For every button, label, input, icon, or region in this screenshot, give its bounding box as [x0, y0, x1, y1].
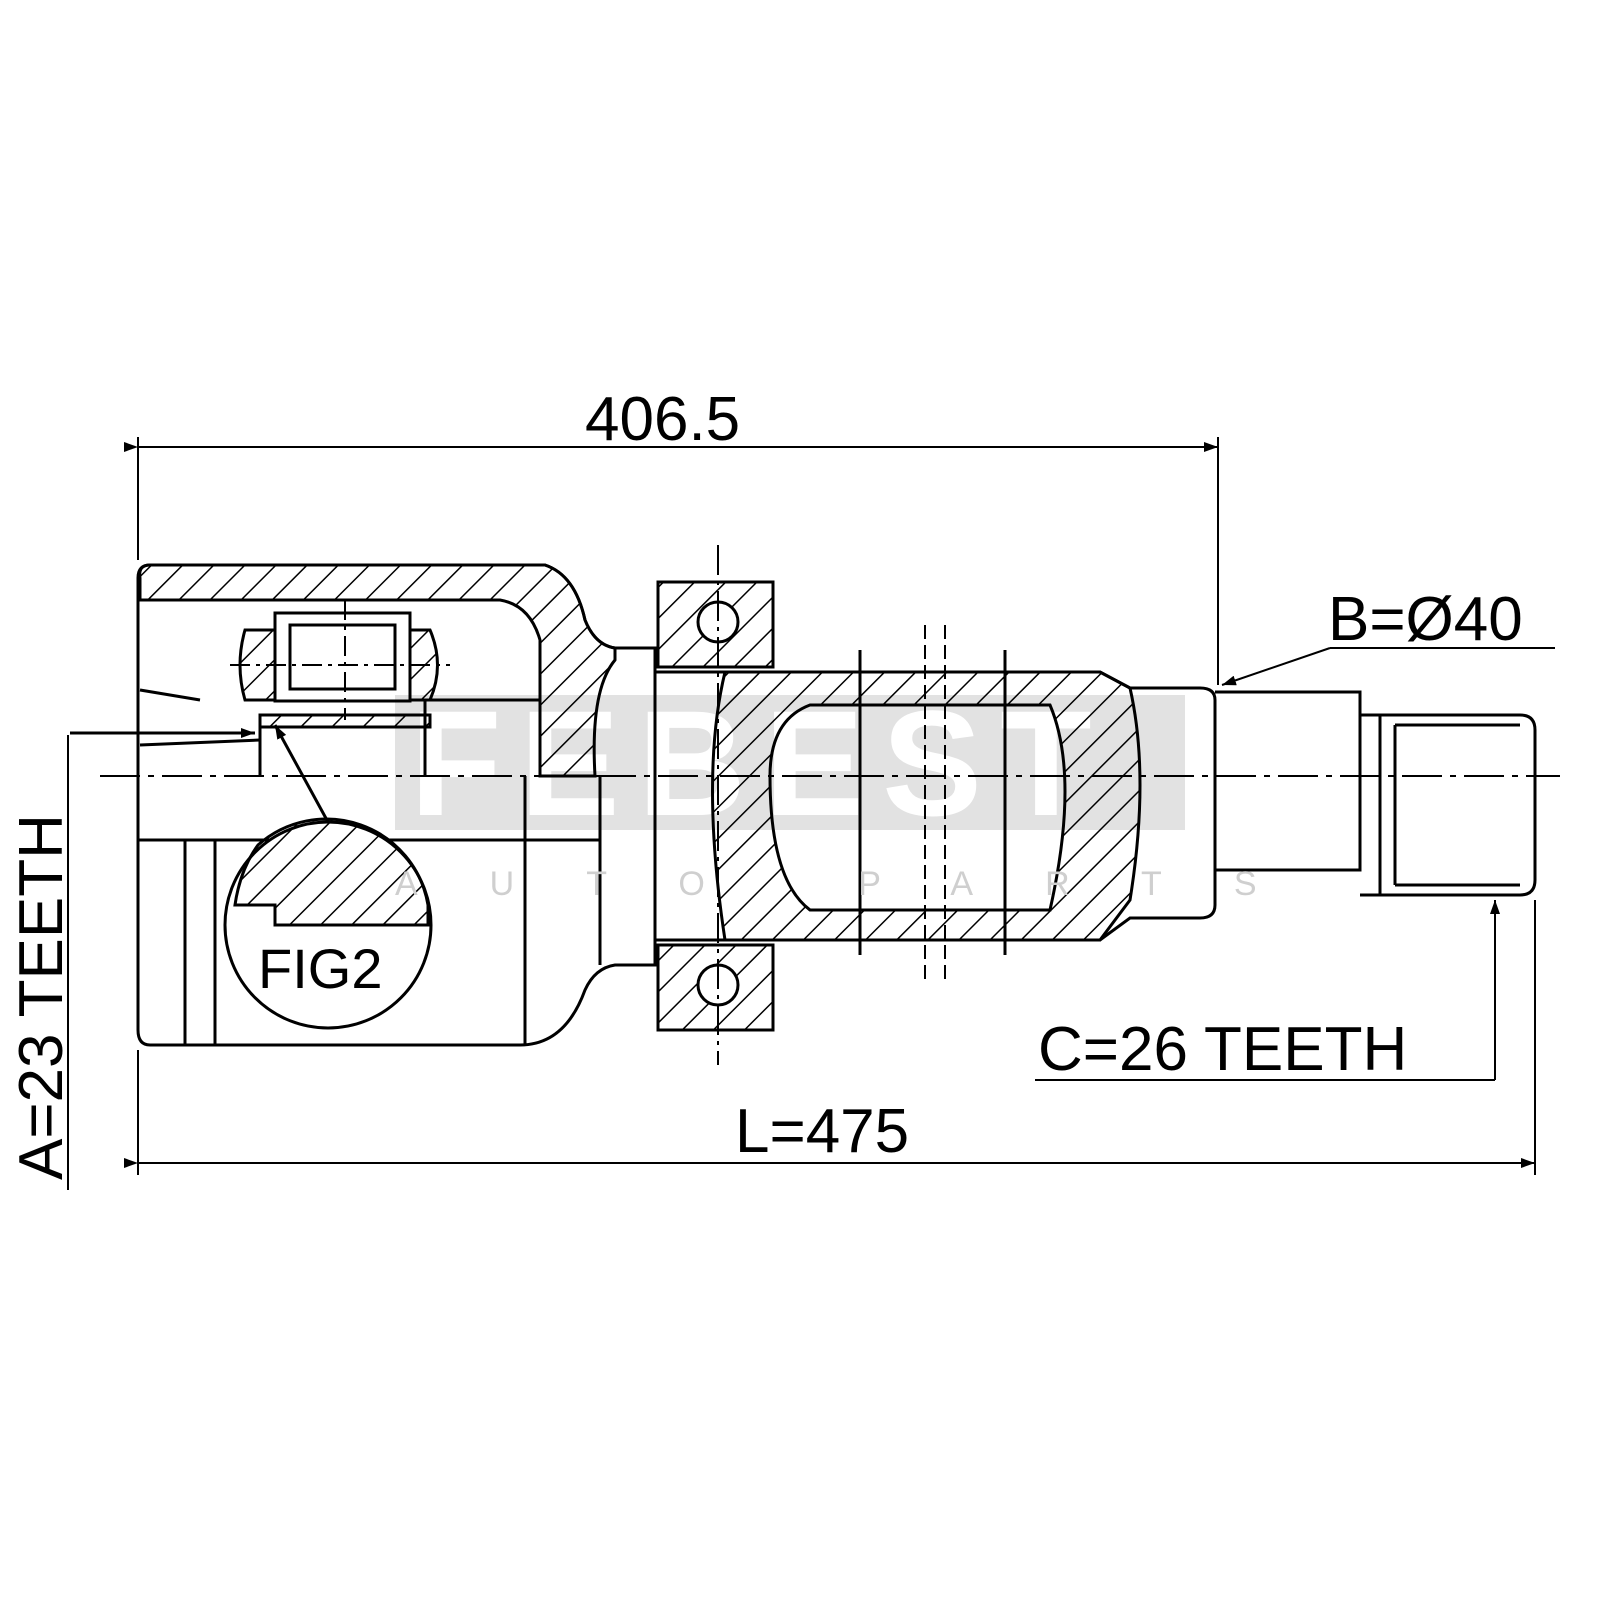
- dim-outer-spline: A=23 TEETH: [7, 814, 76, 1180]
- dim-diameter: B=Ø40: [1328, 585, 1523, 654]
- dim-inner-spline: C=26 TEETH: [1038, 1015, 1407, 1084]
- stub-shaft: [1215, 690, 1537, 897]
- watermark-tagline: AUTO PARTS: [395, 865, 1329, 903]
- fig2-detail: [70, 724, 433, 1030]
- fig2-label: FIG2: [258, 937, 382, 1000]
- dim-total-length: L=475: [735, 1097, 909, 1166]
- shaft-body: [653, 625, 1217, 985]
- dim-406-5: 406.5: [585, 385, 740, 454]
- dimension-lines: [67, 437, 1555, 1190]
- bearing: [656, 545, 775, 1065]
